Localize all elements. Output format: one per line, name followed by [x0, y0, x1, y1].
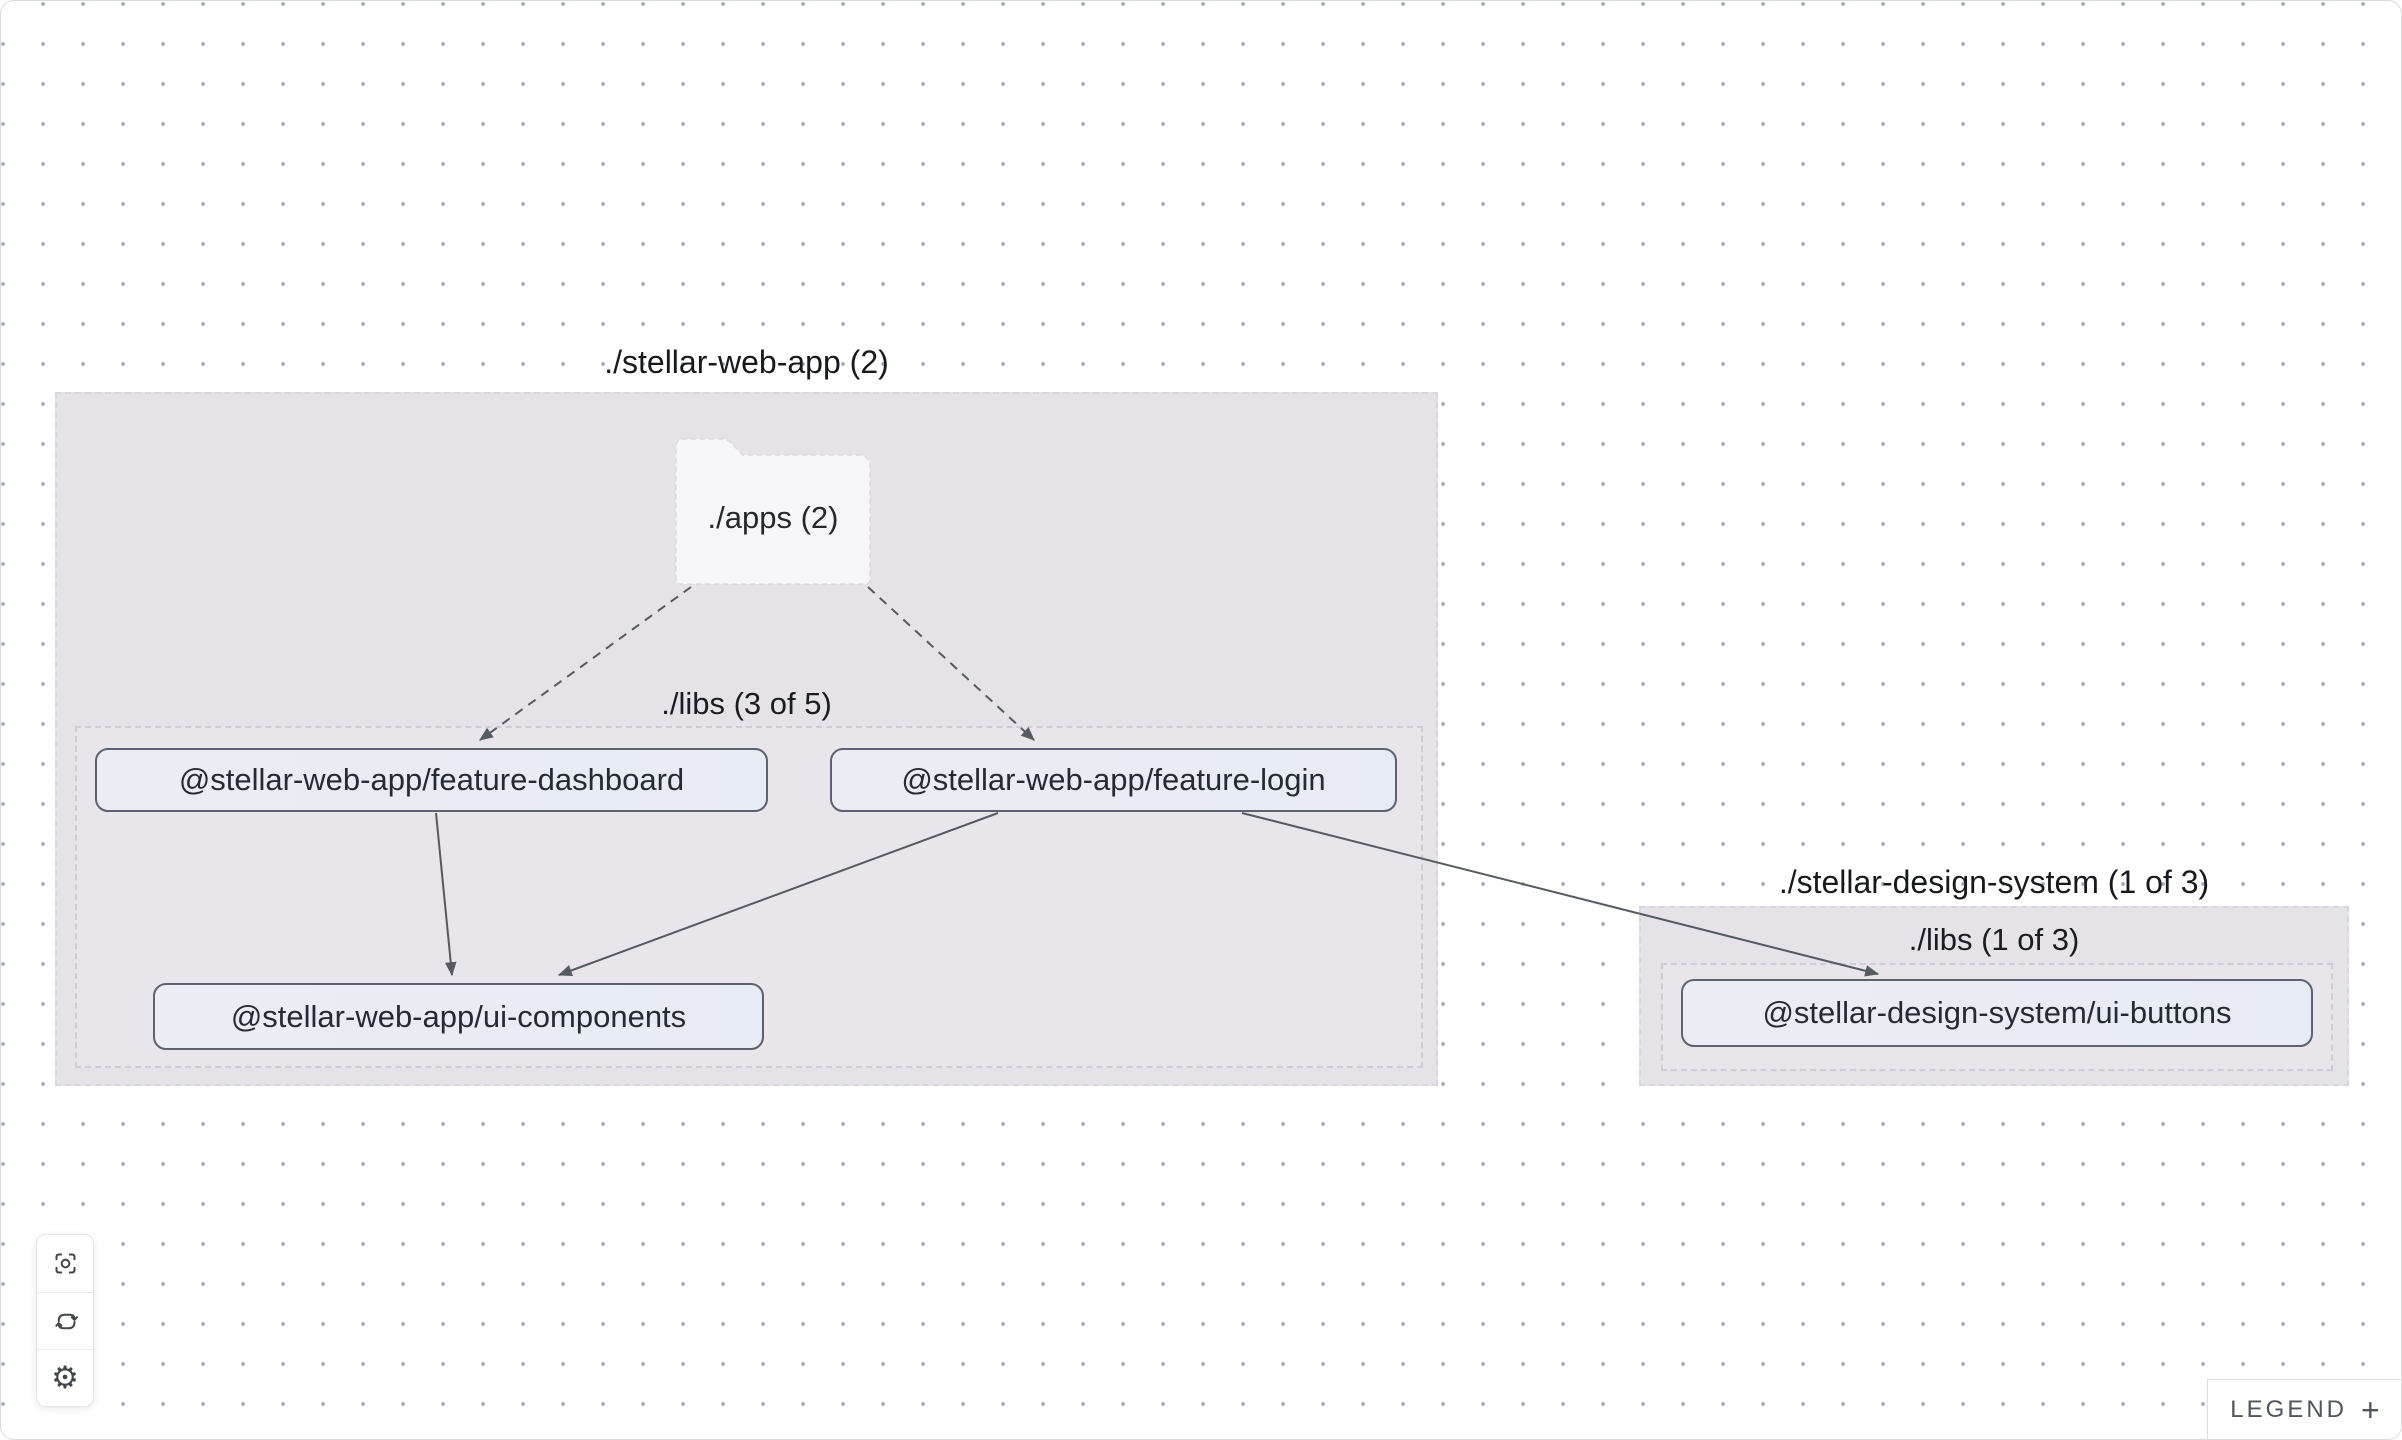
node-label: @stellar-web-app/ui-components [230, 998, 687, 1034]
node-feature-login[interactable]: @stellar-web-app/feature-login [830, 748, 1397, 812]
legend-label: LEGEND [2230, 1396, 2347, 1423]
group-title-stellar-web-app: ./stellar-web-app (2) [604, 344, 889, 380]
libs-dir-label-web-app: ./libs (3 of 5) [661, 686, 832, 721]
node-feature-dashboard[interactable]: @stellar-web-app/feature-dashboard [95, 748, 768, 812]
node-ui-components[interactable]: @stellar-web-app/ui-components [153, 983, 764, 1050]
libs-dir-label-design-system: ./libs (1 of 3) [1908, 922, 2080, 957]
focus-target-icon [54, 1253, 76, 1274]
focus-view-button[interactable] [37, 1235, 93, 1292]
node-label: @stellar-design-system/ui-buttons [1762, 995, 2232, 1030]
node-ui-buttons[interactable]: @stellar-design-system/ui-buttons [1681, 979, 2313, 1047]
folder-icon [675, 438, 871, 585]
group-title-stellar-design-system: ./stellar-design-system (1 of 3) [1778, 864, 2210, 900]
gear-icon: ⚙ [51, 1359, 79, 1396]
graph-controls-panel: ⚙ [36, 1234, 94, 1407]
refresh-cycle-icon [54, 1313, 78, 1329]
plus-icon: + [2361, 1392, 2380, 1428]
apps-folder-label: ./apps (2) [707, 500, 839, 535]
refresh-graph-button[interactable] [37, 1292, 93, 1349]
node-label: @stellar-web-app/feature-dashboard [178, 762, 685, 797]
apps-folder-node[interactable]: ./apps (2) [673, 435, 873, 587]
settings-button[interactable]: ⚙ [37, 1349, 93, 1406]
node-label: @stellar-web-app/feature-login [901, 762, 1326, 797]
group-stellar-design-system: ./stellar-design-system (1 of 3) ./libs … [1639, 864, 2349, 1086]
group-stellar-web-app: ./stellar-web-app (2) ./apps (2) ./libs … [55, 344, 1438, 1086]
legend-toggle[interactable]: LEGEND + [2207, 1379, 2401, 1439]
